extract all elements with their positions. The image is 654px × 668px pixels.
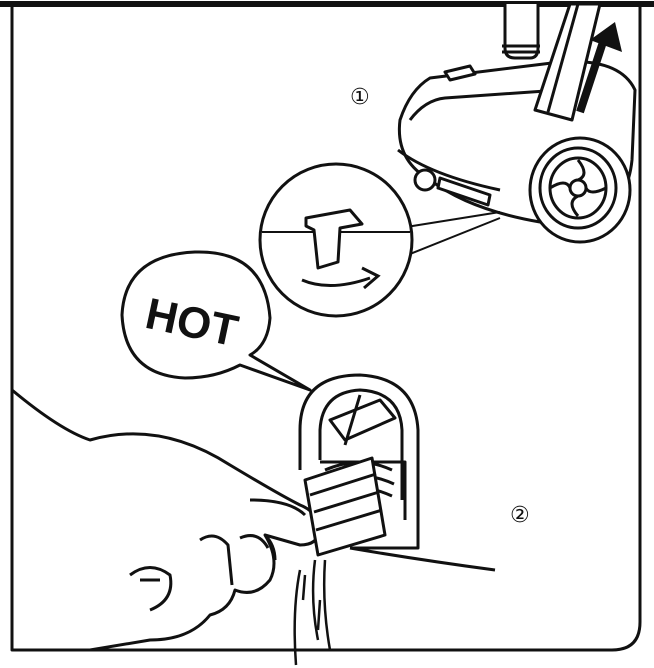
step-1-number: ① (350, 85, 370, 110)
detail-callout-lines (400, 212, 500, 258)
detail-magnifier (260, 164, 412, 316)
step-2-number: ② (510, 503, 530, 528)
